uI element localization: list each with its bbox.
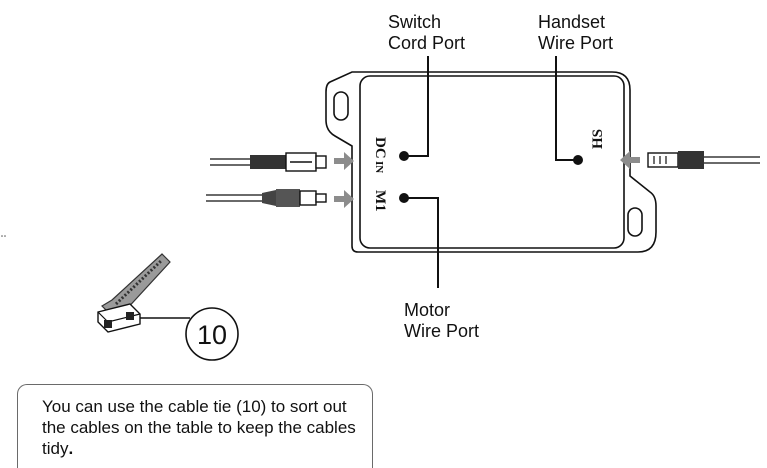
port-mark-hs: HS [590,129,606,149]
arrow-m1 [334,190,354,208]
arrow-dc-in [334,152,354,170]
handset-cable-plug [647,151,760,169]
cable-tie-note-period: . [68,439,74,458]
cable-tie-callout-circle [185,307,239,361]
motor-wire-leader [404,197,439,288]
svg-text:M1: M1 [372,190,388,212]
svg-text:HS: HS [590,129,606,149]
cable-tie-note: You can use the cable tie (10) to sort o… [42,396,372,459]
svg-text:DC: DC [372,137,388,159]
motor-wire-port-label: Motor Wire Port [404,300,480,341]
motor-cable-plug [206,189,327,207]
cable-tie-illustration [97,253,190,333]
handset-wire-port-label: Handset Wire Port [538,12,614,53]
dc-cable-plug [210,152,327,172]
svg-text:IN: IN [373,161,385,173]
cable-tie-note-box: You can use the cable tie (10) to sort o… [17,384,373,468]
edge-dots [1,235,6,237]
arrow-hs [620,151,640,169]
port-mark-m1: M1 [372,190,388,212]
handset-wire-leader [555,56,578,161]
cable-tie-callout-number: 10 [197,320,227,350]
cable-tie-note-text: You can use the cable tie (10) to sort o… [42,397,356,458]
port-mark-dc-in: DC IN [372,137,388,173]
control-box-flange [325,71,657,253]
switch-cord-port-label: Switch Cord Port [388,12,466,53]
mounting-slot-right [627,207,643,237]
switch-cord-leader [404,56,429,157]
mounting-slot-left [333,91,349,121]
